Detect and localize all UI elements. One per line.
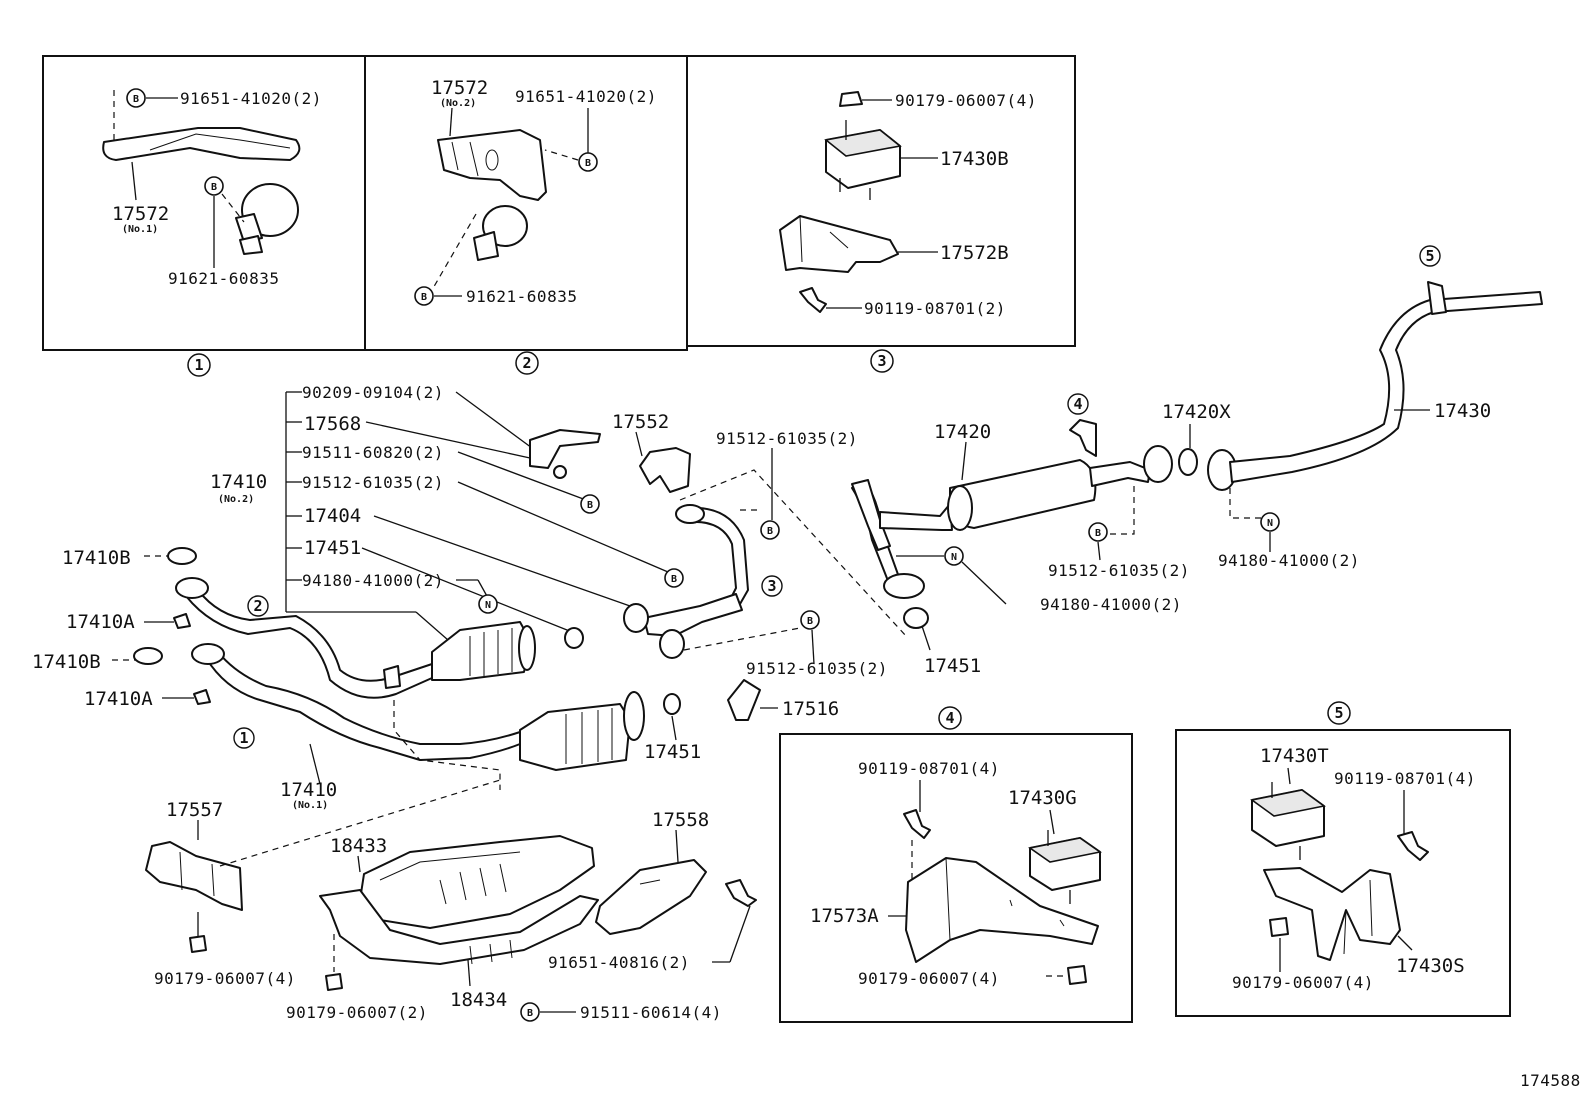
label-94180-41000-b: 94180-41000(2) [1040, 595, 1182, 614]
heat-insulators: 17557 90179-06007(4) 18433 18434 90179-0… [145, 779, 757, 1022]
label-17572-no2: 17572 [431, 77, 488, 99]
label-17410B-bot: 17410B [32, 651, 101, 673]
label-91651-41020-box2: 91651-41020(2) [515, 87, 657, 106]
insulator-17558-shape [595, 859, 707, 935]
label-17404: 17404 [304, 505, 361, 527]
label-17557: 17557 [166, 799, 223, 821]
label-17451-a: 17451 [304, 537, 361, 559]
label-91512-61035-a: 91512-61035(2) [302, 473, 444, 492]
box-number-5: 5 [1334, 704, 1343, 722]
label-91651-40816: 91651-40816(2) [548, 953, 690, 972]
svg-text:B: B [671, 574, 677, 585]
label-90179-06007-b: 90179-06007(2) [286, 1003, 428, 1022]
label-17410-no1: 17410 [280, 779, 337, 801]
svg-text:B: B [807, 616, 813, 627]
svg-text:B: B [767, 526, 773, 537]
label-17573A: 17573A [810, 905, 879, 927]
svg-text:3: 3 [767, 577, 776, 595]
bracket-17572B-shape [779, 215, 899, 273]
bracket-17557-shape [145, 841, 243, 911]
label-18433: 18433 [330, 835, 387, 857]
label-17430S: 17430S [1396, 955, 1465, 977]
label-90119-08701-box5: 90119-08701(4) [1334, 769, 1476, 788]
label-91511-60614: 91511-60614(4) [580, 1003, 722, 1022]
bracket-17572-no2-shape [437, 129, 547, 201]
label-17410A-bot: 17410A [84, 688, 153, 710]
label-91512-61035-d: 91512-61035(2) [1048, 561, 1190, 580]
svg-text:B: B [133, 94, 139, 105]
svg-text:B: B [211, 182, 217, 193]
label-17568: 17568 [304, 413, 361, 435]
svg-text:N: N [1267, 518, 1273, 529]
svg-text:B: B [587, 500, 593, 511]
box-number-2: 2 [522, 354, 531, 372]
box-number-4: 4 [945, 709, 954, 727]
insulator-18434-shape [319, 889, 599, 965]
label-17451-b: 17451 [644, 741, 701, 763]
label-90119-08701-box4: 90119-08701(4) [858, 759, 1000, 778]
bracket-17430S-shape [1263, 867, 1401, 961]
bracket-17573A-shape [905, 857, 1099, 963]
label-91651-41020-box1: 91651-41020(2) [180, 89, 322, 108]
label-91512-61035-c: 91512-61035(2) [746, 659, 888, 678]
box-number-3: 3 [877, 352, 886, 370]
svg-text:(No.2): (No.2) [218, 494, 254, 505]
label-90209-09104: 90209-09104(2) [302, 383, 444, 402]
inset-box-1: 1 B 91651-41020(2) 17572 (No.1) B 91621-… [42, 55, 366, 377]
svg-text:(No.2): (No.2) [440, 98, 476, 109]
label-17410-no2: 17410 [210, 471, 267, 493]
label-17430G: 17430G [1008, 787, 1077, 809]
svg-text:N: N [485, 600, 491, 611]
label-17516: 17516 [782, 698, 839, 720]
y-pipe-shape [689, 506, 749, 605]
label-17420X: 17420X [1162, 401, 1231, 423]
svg-text:2: 2 [253, 597, 262, 615]
svg-text:5: 5 [1425, 247, 1434, 265]
label-90119-08701-box3: 90119-08701(2) [864, 299, 1006, 318]
label-90179-06007-box3: 90179-06007(4) [895, 91, 1037, 110]
label-18434: 18434 [450, 989, 507, 1011]
svg-text:4: 4 [1073, 395, 1082, 413]
inset-box-3: 3 90179-06007(4) 17430B 17572B 90119-087… [686, 55, 1076, 373]
label-90179-06007-box4: 90179-06007(4) [858, 969, 1000, 988]
label-94180-41000-a: 94180-41000(2) [302, 571, 444, 590]
svg-text:1: 1 [239, 729, 248, 747]
box-number-1: 1 [194, 356, 203, 374]
label-17430B: 17430B [940, 148, 1009, 170]
label-91621-60835-box1: 91621-60835 [168, 269, 279, 288]
inset-box-4: 4 90119-08701(4) 17430G 17573A 90179-060… [779, 706, 1133, 1023]
bracket-17572-no1-shape [102, 127, 301, 161]
label-17572B: 17572B [940, 242, 1009, 264]
drawing-number: 174588 [1520, 1071, 1581, 1090]
label-90179-06007-a: 90179-06007(4) [154, 969, 296, 988]
label-17430: 17430 [1434, 400, 1491, 422]
front-pipe-no1-shape [205, 651, 521, 761]
label-17420: 17420 [934, 421, 991, 443]
inset-box-5: 5 17430T 90119-08701(4) 17430S 90179-060… [1175, 701, 1511, 1017]
tail-pipe-17430-shape [1229, 291, 1543, 483]
svg-text:B: B [585, 158, 591, 169]
label-91511-60820: 91511-60820(2) [302, 443, 444, 462]
svg-text:B: B [527, 1008, 533, 1019]
svg-text:(No.1): (No.1) [122, 224, 158, 235]
label-17430T: 17430T [1260, 745, 1329, 767]
label-17552: 17552 [612, 411, 669, 433]
label-17410A-top: 17410A [66, 611, 135, 633]
rear-exhaust-assembly: 17451 N 94180-41000(2) 17420 4 B 91512-6… [851, 245, 1543, 677]
svg-text:B: B [1095, 528, 1101, 539]
label-90179-06007-box5: 90179-06007(4) [1232, 973, 1374, 992]
label-17572-no1: 17572 [112, 203, 169, 225]
label-17558: 17558 [652, 809, 709, 831]
label-94180-41000-c: 94180-41000(2) [1218, 551, 1360, 570]
label-91512-61035-b: 91512-61035(2) [716, 429, 858, 448]
svg-text:N: N [951, 552, 957, 563]
inset-box-2: 2 17572 (No.2) 91651-41020(2) B B 91621-… [364, 55, 688, 375]
label-17410B-top: 17410B [62, 547, 131, 569]
front-pipe-assembly: 90209-09104(2) 17568 91511-60820(2) 1741… [32, 383, 907, 811]
svg-text:(No.1): (No.1) [292, 800, 328, 811]
label-17451-c: 17451 [924, 655, 981, 677]
label-91621-60835-box2: 91621-60835 [466, 287, 577, 306]
svg-text:B: B [421, 292, 427, 303]
